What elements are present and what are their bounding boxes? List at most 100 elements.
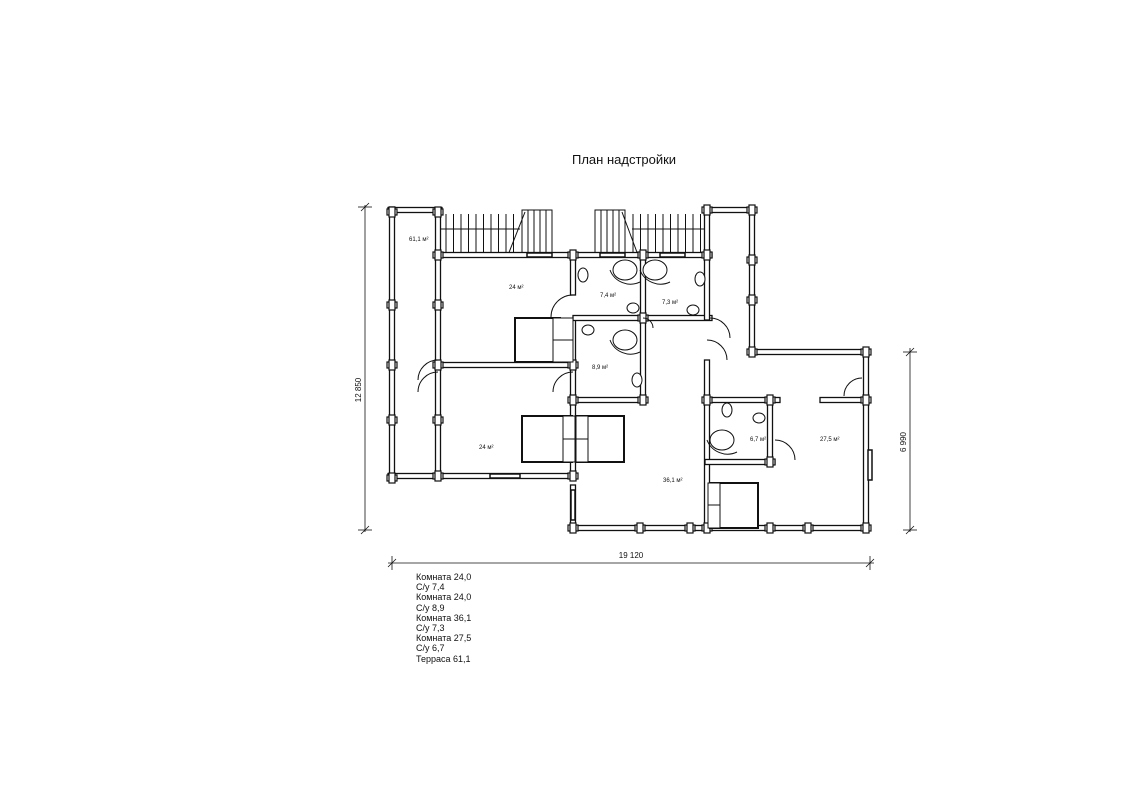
wall [703,254,711,321]
pillow [552,317,574,341]
legend-item: Комната 24,0 [416,572,472,582]
dimension-height-right: 6 990 [899,431,908,452]
log-end [862,346,870,358]
legend-item: Терраса 61,1 [416,653,471,664]
legend-item: Комната 36,1 [416,612,472,623]
pillow [707,504,721,529]
room-area-bedroom-3: 36,1 м² [663,478,682,484]
log-end [748,204,756,216]
legend-item: Комната 27,5 [416,633,472,644]
sink [721,402,733,418]
window [570,489,576,521]
log-end [639,249,647,261]
door-swing [417,371,439,393]
sink [694,271,706,287]
legend-item: С/у 8,9 [416,602,445,613]
wall [388,206,396,481]
legend-item: С/у 7,4 [416,582,445,593]
door-swing [709,317,731,339]
wall [387,472,576,480]
log-end [766,394,774,406]
dim-tick [387,558,397,568]
log-end [569,249,577,261]
dim-tick [905,347,915,357]
log-end [862,394,870,406]
dim-tick [360,202,370,212]
stair-arrow [621,211,639,256]
toilet [752,412,766,424]
room-legend: Комната 24,0 С/у 7,4 Комната 24,0 С/у 8,… [416,572,471,664]
room-area-bedroom-1: 24 м² [509,285,523,291]
stair-left [521,209,553,256]
bathtub-basin [612,259,638,281]
wall [572,396,646,404]
log-end [434,249,442,261]
log-end [804,522,812,534]
bathtub [639,269,671,285]
toilet [626,302,640,314]
pillow [575,415,589,440]
dim-tick [360,525,370,535]
log-end [569,470,577,482]
plan-title: План надстройки [572,152,677,167]
room-area-bedroom-2: 24 м² [479,445,493,451]
pillow [562,438,576,463]
bathtub-basin [612,329,638,351]
legend-item: С/у 6,7 [416,643,445,654]
dimension-height-total: 12 850 [354,377,363,402]
bathtub-basin [642,259,668,281]
log-end [703,394,711,406]
legend-item: С/у 7,3 [416,623,445,634]
log-end [569,522,577,534]
log-end [388,299,396,311]
door-swing [706,339,728,361]
room-area-terrace: 61,1 м² [409,237,428,243]
wall [862,351,870,531]
log-end [434,359,442,371]
log-end [766,456,774,468]
stair-arrow [507,211,526,256]
toilet [581,324,595,336]
log-end [748,254,756,266]
door-swing [550,294,574,318]
log-end [388,472,396,484]
room-area-bath-4: 6,7 м² [750,437,766,443]
sink [631,372,643,388]
legend-item: Комната 24,0 [416,592,472,603]
terrace-railings [440,214,705,253]
window [599,252,626,258]
room-area-bath-3: 8,9 м² [592,365,608,371]
log-end [569,394,577,406]
pillow [562,415,576,440]
window [489,473,521,479]
window [659,252,686,258]
pillow [552,339,574,363]
window [526,252,553,258]
log-end [388,206,396,218]
log-end [686,522,694,534]
dim-tick [905,525,915,535]
wall [437,361,576,369]
stair-right [594,209,626,256]
dim-tick [865,558,875,568]
bathtub [609,269,641,285]
log-end [434,299,442,311]
door-swing [843,377,863,397]
door-swing [642,317,654,329]
window [867,449,873,481]
log-end [862,522,870,534]
log-end [434,206,442,218]
log-end [388,359,396,371]
door-swing [774,439,796,461]
log-end [703,249,711,261]
toilet [686,304,700,316]
dimension-lines [358,202,917,570]
wall [748,206,756,356]
log-end [703,204,711,216]
log-end [434,414,442,426]
log-end [748,294,756,306]
bathtub [609,339,641,355]
room-area-bath-1: 7,4 м² [600,293,616,299]
log-end [636,522,644,534]
